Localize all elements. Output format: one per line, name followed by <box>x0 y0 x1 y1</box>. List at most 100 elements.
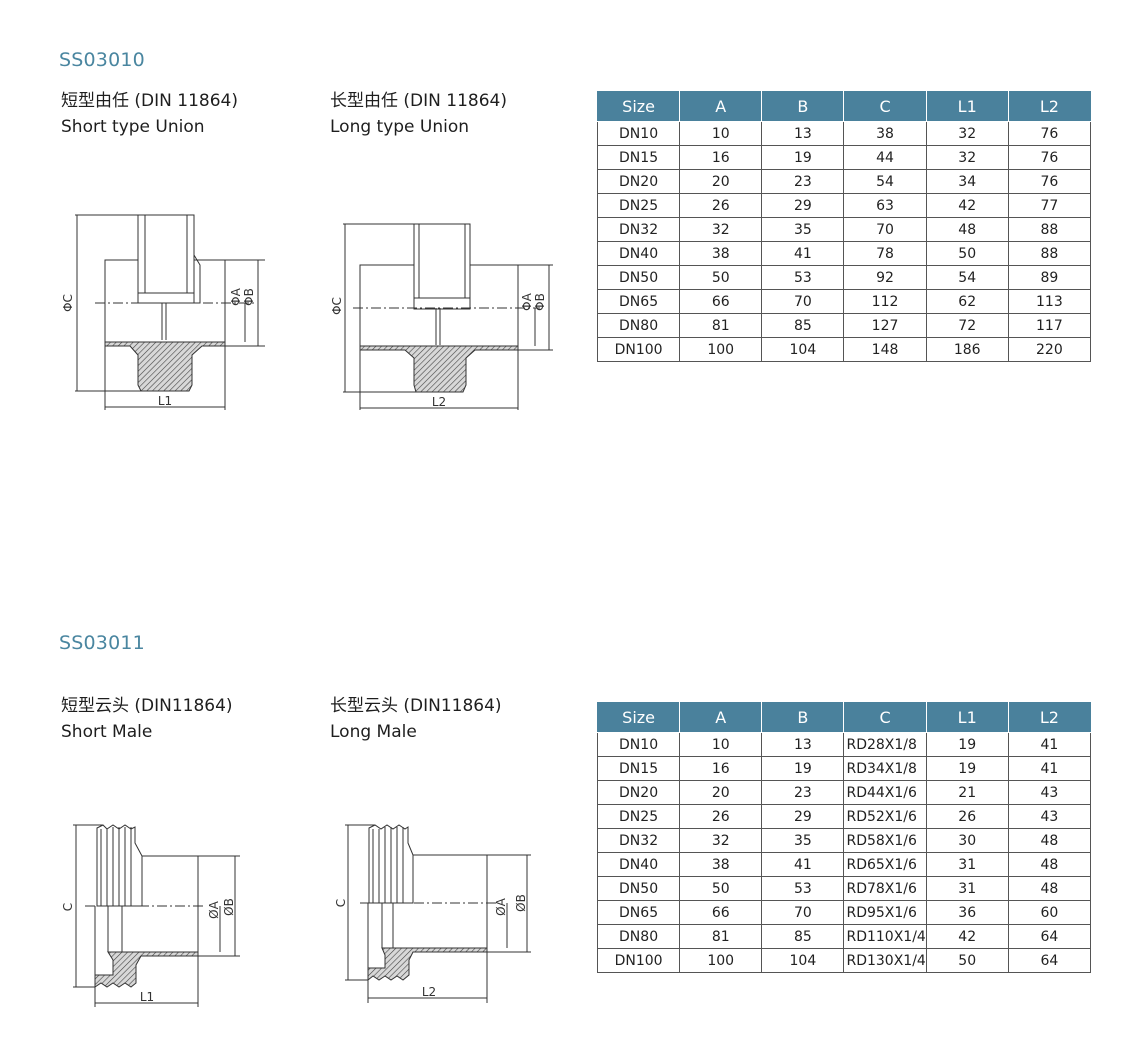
cell-c: RD44X1/6 <box>843 780 927 805</box>
cell-size: DN80 <box>596 924 681 949</box>
cell-l2: 41 <box>1007 756 1092 781</box>
cell-a: 10 <box>679 732 763 757</box>
cell-c: 148 <box>843 337 927 362</box>
cell-l1: 50 <box>925 241 1009 266</box>
col-header-l1: L1 <box>925 91 1009 122</box>
cell-size: DN40 <box>596 852 681 877</box>
cell-c: 112 <box>843 289 927 314</box>
cell-c: RD58X1/6 <box>843 828 927 853</box>
cell-a: 100 <box>679 337 763 362</box>
cell-a: 38 <box>679 241 763 266</box>
dim-c-label: ΦC <box>61 294 75 312</box>
col-header-size: Size <box>596 702 681 733</box>
cell-c: RD110X1/4 <box>843 924 927 949</box>
cell-size: DN32 <box>596 217 681 242</box>
section-code-ss03010: SS03010 <box>59 49 145 71</box>
cell-size: DN50 <box>596 876 681 901</box>
dim-c-label: C <box>61 903 75 911</box>
cell-size: DN10 <box>596 732 681 757</box>
cell-l2: 64 <box>1007 924 1092 949</box>
cell-l2: 48 <box>1007 828 1092 853</box>
col-header-b: B <box>761 702 845 733</box>
cell-a: 50 <box>679 265 763 290</box>
cell-l1: 62 <box>925 289 1009 314</box>
cell-b: 85 <box>761 924 845 949</box>
cell-b: 29 <box>761 193 845 218</box>
cell-size: DN32 <box>596 828 681 853</box>
cell-a: 32 <box>679 217 763 242</box>
cell-l1: 31 <box>925 876 1009 901</box>
cell-c: RD52X1/6 <box>843 804 927 829</box>
cell-l2: 48 <box>1007 876 1092 901</box>
cell-l1: 186 <box>925 337 1009 362</box>
cell-a: 66 <box>679 900 763 925</box>
cell-b: 19 <box>761 756 845 781</box>
cell-b: 19 <box>761 145 845 170</box>
cell-a: 16 <box>679 756 763 781</box>
cell-a: 20 <box>679 169 763 194</box>
cell-l1: 32 <box>925 121 1009 146</box>
dim-a-label: ΦA <box>520 292 534 310</box>
short-male-drawing: C ØA ØB L1 <box>61 824 240 1007</box>
dim-b-label: ΦB <box>242 288 256 306</box>
cell-b: 35 <box>761 217 845 242</box>
cell-size: DN100 <box>596 948 681 973</box>
cell-size: DN100 <box>596 337 681 362</box>
cell-l2: 89 <box>1007 265 1092 290</box>
dim-l2-label: L2 <box>432 395 446 409</box>
cell-size: DN65 <box>596 900 681 925</box>
cell-b: 104 <box>761 337 845 362</box>
table-header-row: Size A B C L1 L2 <box>596 91 1092 122</box>
cell-c: RD65X1/6 <box>843 852 927 877</box>
cell-a: 100 <box>679 948 763 973</box>
cell-l1: 19 <box>925 756 1009 781</box>
cell-c: 63 <box>843 193 927 218</box>
cell-a: 16 <box>679 145 763 170</box>
cell-c: RD130X1/4 <box>843 948 927 973</box>
cell-c: 54 <box>843 169 927 194</box>
dim-b-label: ØB <box>514 894 528 912</box>
dim-a-label: ØA <box>494 897 508 915</box>
cell-c: 127 <box>843 313 927 338</box>
dim-l2-label: L2 <box>422 985 436 999</box>
cell-size: DN40 <box>596 241 681 266</box>
cell-size: DN10 <box>596 121 681 146</box>
cell-size: DN25 <box>596 193 681 218</box>
cell-size: DN50 <box>596 265 681 290</box>
cell-l2: 43 <box>1007 780 1092 805</box>
long-male-title-en: Long Male <box>330 722 417 742</box>
cell-size: DN20 <box>596 780 681 805</box>
cell-a: 66 <box>679 289 763 314</box>
short-male-label: 短型云头 (DIN11864) Short Male <box>61 693 233 745</box>
cell-a: 32 <box>679 828 763 853</box>
long-union-title-en: Long type Union <box>330 117 470 137</box>
cell-l2: 76 <box>1007 145 1092 170</box>
dim-a-label: ΦA <box>229 287 243 305</box>
cell-c: 44 <box>843 145 927 170</box>
cell-a: 26 <box>679 193 763 218</box>
cell-b: 13 <box>761 121 845 146</box>
cell-l1: 32 <box>925 145 1009 170</box>
col-header-c: C <box>843 91 927 122</box>
cell-l1: 50 <box>925 948 1009 973</box>
short-union-label: 短型由任 (DIN 11864) Short type Union <box>61 88 238 140</box>
long-male-title-zh: 长型云头 (DIN11864) <box>330 696 502 716</box>
cell-l1: 31 <box>925 852 1009 877</box>
cell-b: 13 <box>761 732 845 757</box>
cell-l1: 21 <box>925 780 1009 805</box>
cell-a: 81 <box>679 313 763 338</box>
cell-b: 41 <box>761 241 845 266</box>
